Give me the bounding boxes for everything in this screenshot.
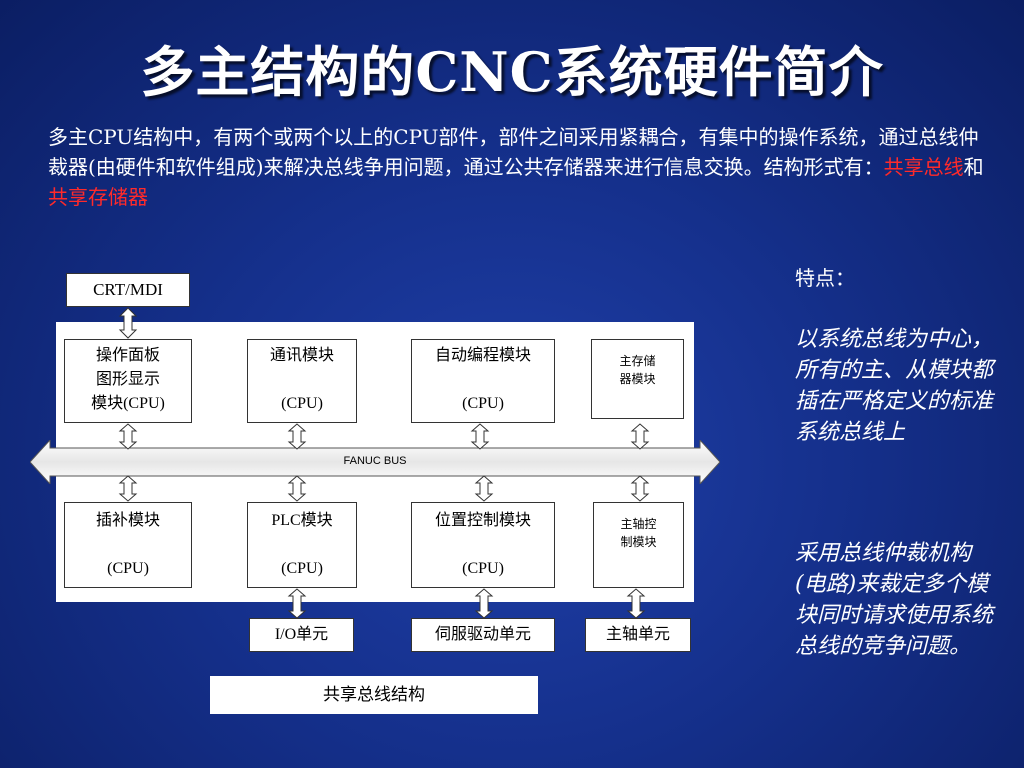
bus-label: FANUC BUS [343,455,407,467]
module-line: 图形显示 [95,371,160,388]
servo-drive-unit-label: 伺服驱动单元 [434,626,531,643]
crt-mdi-box: CRT/MDI [66,273,190,307]
feature-point-2: 采用总线仲裁机构(电路)来裁定多个模块同时请求使用系统总线的竞争问题。 [795,541,994,659]
interpolation-module: 插补模块 (CPU) [64,502,192,588]
module-line: 主轴控 [620,517,657,531]
module-line: 位置控制模块 [434,512,531,529]
crt-mdi-label: CRT/MDI [93,280,163,299]
connector-arrow [118,423,138,450]
communication-module: 通讯模块 (CPU) [247,339,357,423]
module-line: (CPU) [462,395,504,412]
module-line: PLC模块 [271,512,333,529]
connector-arrow [118,307,138,339]
position-control-module: 位置控制模块 (CPU) [411,502,555,588]
module-line: 插补模块 [95,512,160,529]
connector-arrow [474,588,494,619]
servo-drive-unit: 伺服驱动单元 [411,618,555,652]
module-line: 操作面板 [95,347,160,364]
auto-programming-module: 自动编程模块 (CPU) [411,339,555,423]
connector-arrow [287,423,307,450]
intro-connector: 和 [963,155,984,179]
highlight-shared-memory: 共享存储器 [48,185,148,209]
module-line: 模块(CPU) [91,395,165,412]
intro-text: 多主CPU结构中，有两个或两个以上的CPU部件，部件之间采用紧耦合，有集中的操作… [48,125,979,179]
plc-module: PLC模块 (CPU) [247,502,357,588]
module-line: (CPU) [281,560,323,577]
module-line: 器模块 [619,372,656,386]
highlight-shared-bus: 共享总线 [883,155,964,179]
fanuc-bus-arrow [30,440,720,484]
connector-arrow [287,588,307,619]
spindle-unit: 主轴单元 [585,618,691,652]
slide-title: 多主结构的CNC系统硬件简介 [140,40,884,104]
feature-point-1: 以系统总线为中心，所有的主、从模块都插在严格定义的标准系统总线上 [795,327,994,445]
intro-paragraph: 多主CPU结构中，有两个或两个以上的CPU部件，部件之间采用紧耦合，有集中的操作… [48,122,988,212]
module-line: 自动编程模块 [434,347,531,364]
features-heading: 特点： [795,266,855,290]
spindle-control-module: 主轴控 制模块 [593,502,684,588]
module-line: (CPU) [281,395,323,412]
spindle-unit-label: 主轴单元 [605,626,670,643]
connector-arrow [287,475,307,502]
main-memory-module: 主存储 器模块 [591,339,684,419]
connector-arrow [626,588,646,619]
operation-panel-module: 操作面板 图形显示 模块(CPU) [64,339,192,423]
connector-arrow [630,475,650,502]
module-line: 制模块 [620,535,657,549]
module-line: 通讯模块 [269,347,334,364]
io-unit: I/O单元 [249,618,354,652]
diagram-caption: 共享总线结构 [210,676,538,714]
module-line: (CPU) [462,560,504,577]
io-unit-label: I/O单元 [274,626,329,643]
module-line: (CPU) [107,560,149,577]
connector-arrow [118,475,138,502]
connector-arrow [470,423,490,450]
module-line: 主存储 [619,354,656,368]
connector-arrow [630,423,650,450]
connector-arrow [474,475,494,502]
